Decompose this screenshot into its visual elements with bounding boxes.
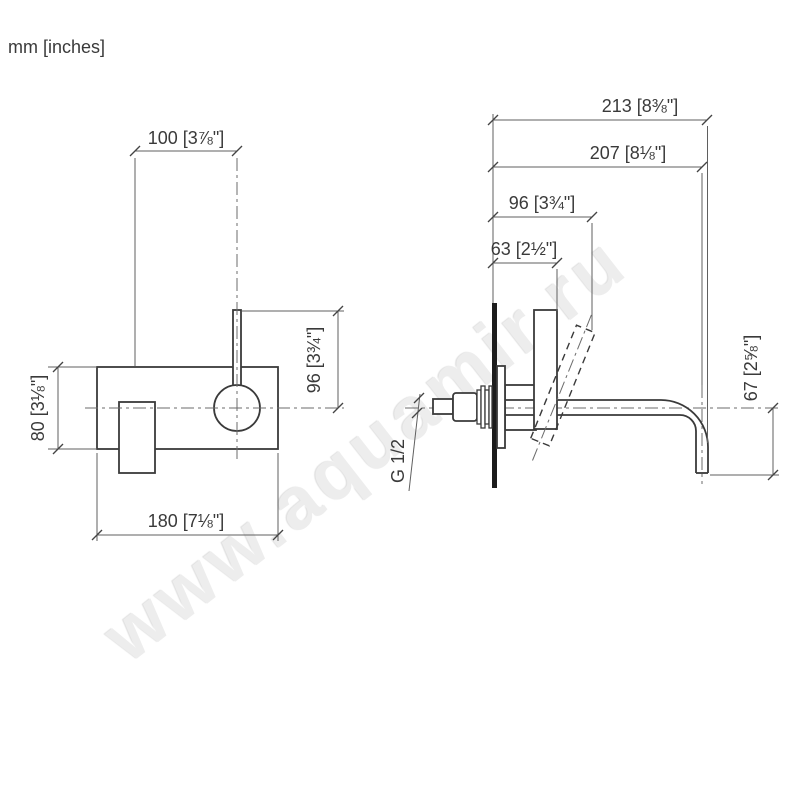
front-view: 100 [3⅞"] 96 [3¾"] 80 [3⅛"] <box>28 128 344 541</box>
dim-label: 100 [3⅞"] <box>148 128 224 148</box>
dim-plate-height: 80 [3⅛"] <box>28 361 97 455</box>
dim-lever-projection: 96 [3¾"] <box>487 193 598 330</box>
dim-label: 67 [2⅝"] <box>741 335 761 401</box>
dim-overall-projection: 213 [8⅜"] <box>487 96 713 126</box>
spout-side-inner <box>505 414 697 473</box>
escutcheon-plate-side <box>496 365 506 449</box>
dim-lever-height: 96 [3¾"] <box>242 305 344 414</box>
spout-front <box>118 401 156 474</box>
handle-sleeve-side <box>533 309 558 430</box>
dim-label: 180 [7⅛"] <box>148 511 224 531</box>
locknut-washers <box>476 385 493 429</box>
supply-stub <box>432 398 454 415</box>
units-label: mm [inches] <box>8 37 105 57</box>
dim-label: 63 [2½"] <box>491 239 557 259</box>
dim-label: 96 [3¾"] <box>509 193 575 213</box>
dim-label: 96 [3¾"] <box>304 327 324 393</box>
dim-label: 207 [8⅛"] <box>590 143 666 163</box>
cartridge-body <box>452 392 478 422</box>
lever-alt-position-dashed <box>529 324 597 447</box>
dim-outlet-drop: 67 [2⅝"] <box>710 335 779 481</box>
dim-spout-to-handle: 100 [3⅞"] <box>129 128 243 366</box>
dim-spout-projection: 207 [8⅛"] <box>487 143 708 173</box>
dim-plate-width: 180 [7⅛"] <box>91 453 284 541</box>
thread-label: G 1/2 <box>388 439 408 483</box>
side-view: G 1/2 213 [8⅜"] 207 [8⅛"] <box>388 96 779 492</box>
leader-line <box>408 393 421 492</box>
lever-axis-centerline <box>532 312 593 461</box>
wall-section <box>492 303 497 488</box>
thread-callout: G 1/2 <box>388 392 425 492</box>
dim-label: 213 [8⅜"] <box>602 96 678 116</box>
dim-label: 80 [3⅛"] <box>28 375 48 441</box>
dim-handle-projection: 63 [2½"] <box>487 239 563 311</box>
